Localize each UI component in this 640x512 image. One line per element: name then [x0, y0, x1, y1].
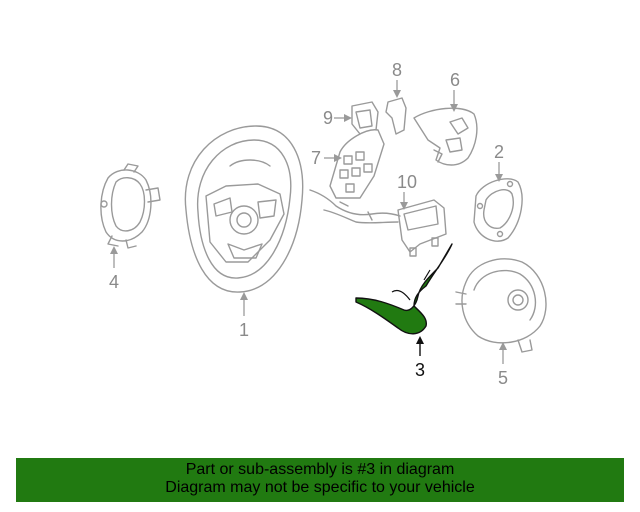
callout-1: 1 [239, 320, 249, 340]
callout-6: 6 [450, 70, 460, 90]
parts-diagram: 1 2 3 4 5 6 7 8 9 10 [100, 60, 547, 388]
leader-1 [240, 292, 248, 316]
leader-10 [400, 192, 408, 210]
part-8-clip [385, 97, 407, 135]
part-6-multifunction-switch [413, 107, 478, 166]
leader-4 [110, 246, 118, 268]
banner-line-2: Diagram may not be specific to your vehi… [165, 479, 475, 496]
callout-9: 9 [323, 108, 333, 128]
part-7-switch-panel [329, 129, 385, 199]
banner-line-1: Part or sub-assembly is #3 in diagram [185, 461, 455, 478]
callout-10: 10 [397, 172, 417, 192]
part-1-steering-wheel [184, 125, 304, 293]
leader-5 [499, 342, 507, 364]
callout-3: 3 [415, 360, 425, 380]
part-2-contact-plate [473, 178, 523, 242]
leader-7 [324, 154, 342, 162]
callout-8: 8 [392, 60, 402, 80]
leader-9 [334, 114, 352, 122]
leader-3 [416, 336, 424, 356]
info-banner: Part or sub-assembly is #3 in diagram Di… [16, 458, 624, 502]
callout-2: 2 [494, 142, 504, 162]
leader-8 [393, 80, 401, 98]
part-10-control-module [309, 189, 447, 257]
callout-5: 5 [498, 368, 508, 388]
callout-4: 4 [109, 272, 119, 292]
leader-6 [450, 90, 458, 112]
part-3-trim-cover-highlighted [355, 243, 453, 335]
part-4-clock-spring [100, 163, 161, 249]
callout-7: 7 [311, 148, 321, 168]
part-5-airbag-module [455, 258, 547, 353]
leader-2 [495, 162, 503, 182]
